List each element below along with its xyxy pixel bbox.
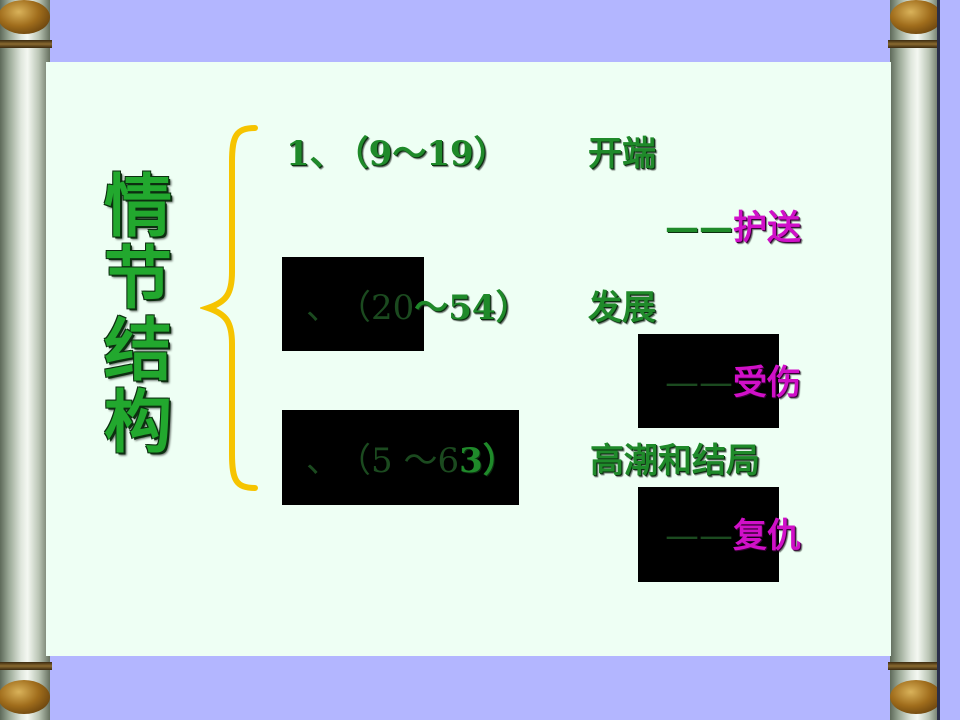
- vertical-title: 情 节 结 构: [98, 172, 178, 460]
- row-number: 、: [306, 441, 340, 481]
- title-char: 构: [103, 384, 172, 463]
- scroll-cap-bottom-right: [890, 680, 942, 714]
- scroll-band: [888, 662, 944, 670]
- row-number: 1、: [286, 134, 344, 174]
- row-3-prefix: 、 （5 ～63）: [306, 433, 517, 482]
- row-1-prefix: 1、（9～19）: [286, 126, 508, 175]
- sub-dash: ——: [665, 208, 733, 248]
- scroll-band: [0, 40, 52, 48]
- row-3-label: 高潮和结局: [590, 441, 760, 481]
- slide-edge-strip: [940, 0, 960, 720]
- row-range-visible: ～54）: [414, 288, 530, 328]
- sub-dash: ——: [665, 516, 733, 556]
- title-char: 情: [103, 168, 172, 247]
- curly-brace: [200, 125, 258, 491]
- redaction-box: [638, 334, 779, 428]
- redaction-box: [638, 487, 779, 582]
- scroll-cap-bottom-left: [0, 680, 50, 714]
- title-char: 节: [103, 240, 172, 319]
- row-range: （20～54）: [354, 288, 530, 328]
- scroll-cap-top-left: [0, 0, 50, 34]
- sub-text: 受伤: [733, 363, 801, 403]
- row-range: （5 ～63）: [354, 441, 517, 481]
- scroll-rod-left: [0, 0, 50, 720]
- row-range-hidden: （5 ～6: [354, 441, 460, 481]
- row-range: （9～19）: [351, 134, 508, 174]
- redaction-box: [282, 257, 424, 351]
- row-3-sub: ——复仇: [665, 508, 801, 557]
- title-char: 结: [103, 312, 172, 391]
- scroll-cap-top-right: [890, 0, 942, 34]
- scroll-band: [888, 40, 944, 48]
- scroll-band: [0, 662, 52, 670]
- row-number: 、: [306, 288, 340, 328]
- row-1-sub: ——护送: [665, 200, 801, 249]
- row-2-label: 发展: [588, 288, 656, 328]
- slide-edge-line: [937, 0, 940, 720]
- sub-text: 护送: [733, 208, 801, 248]
- sub-dash: ——: [665, 363, 733, 403]
- scroll-rod-right: [890, 0, 940, 720]
- sub-text: 复仇: [733, 516, 801, 556]
- redaction-box: [282, 410, 519, 505]
- row-range-visible: 3）: [459, 441, 517, 481]
- row-2-prefix: 、 （20～54）: [306, 280, 530, 329]
- row-range-hidden: （20: [354, 288, 415, 328]
- row-1-label: 开端: [588, 134, 656, 174]
- row-2-sub: ——受伤: [665, 355, 801, 404]
